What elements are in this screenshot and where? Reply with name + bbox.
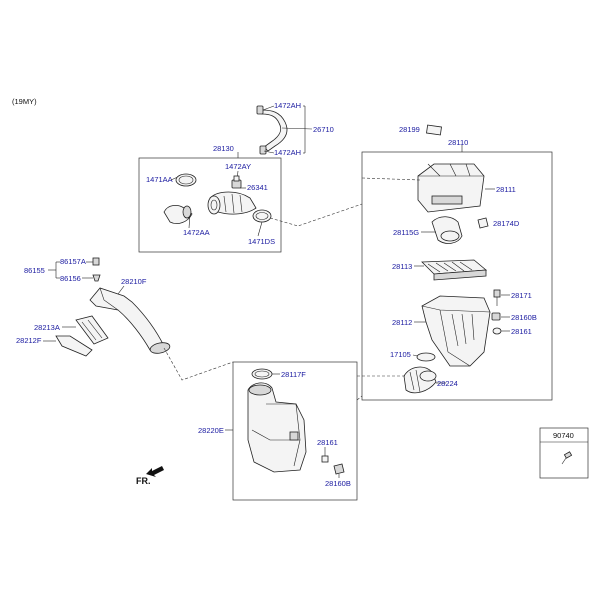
- intake-hose[interactable]: [207, 191, 257, 215]
- duct-28224[interactable]: [403, 366, 437, 394]
- clip-28174D[interactable]: [477, 217, 489, 229]
- connector-duct-to-resonator: [163, 347, 234, 381]
- label-1472AH-top[interactable]: 1472AH: [274, 101, 301, 110]
- washer-28161-right[interactable]: [492, 327, 502, 335]
- label-28160B-bottom[interactable]: 28160B: [325, 479, 351, 488]
- intake-hose-group-box: [138, 157, 282, 253]
- gasket-17105[interactable]: [416, 352, 436, 362]
- grommet-28160B-right[interactable]: [491, 312, 501, 321]
- resonator-1472AA[interactable]: [163, 204, 193, 224]
- label-28161-bottom[interactable]: 28161: [317, 438, 338, 447]
- grommet-28160B-bottom[interactable]: [333, 463, 345, 475]
- label-28161-right[interactable]: 28161: [511, 327, 532, 336]
- label-26341[interactable]: 26341: [247, 183, 268, 192]
- label-26710[interactable]: 26710: [313, 125, 334, 134]
- label-28111[interactable]: 28111: [496, 185, 516, 194]
- connector-hose-to-cleaner: [269, 203, 363, 227]
- connector-cleaner-cover: [361, 177, 421, 181]
- filter-element-28113[interactable]: [421, 259, 488, 281]
- label-86156[interactable]: 86156: [60, 274, 81, 283]
- label-1471AA[interactable]: 1471AA: [146, 175, 173, 184]
- label-28174D[interactable]: 28174D: [493, 219, 520, 228]
- intake-duct-28210F[interactable]: [89, 287, 171, 355]
- clamp-1471DS[interactable]: [252, 209, 272, 223]
- label-28210F[interactable]: 28210F: [121, 277, 147, 286]
- label-1472AY[interactable]: 1472AY: [225, 162, 251, 171]
- air-cleaner-cover-28111[interactable]: [417, 163, 485, 213]
- label-28110[interactable]: 28110: [448, 138, 468, 147]
- washer-28161-bottom[interactable]: [321, 455, 329, 463]
- inset-label-90740[interactable]: 90740: [553, 431, 574, 440]
- air-cleaner-group-box: [361, 151, 553, 401]
- bolt-90740-icon[interactable]: [561, 451, 573, 465]
- label-28112[interactable]: 28112: [392, 318, 412, 327]
- label-17105[interactable]: 17105: [390, 350, 411, 359]
- label-28224[interactable]: 28224: [437, 379, 458, 388]
- clip-86157A[interactable]: [92, 257, 100, 266]
- label-tag-28199[interactable]: [426, 124, 442, 136]
- sensor-26341[interactable]: [231, 175, 242, 189]
- label-28160B-right[interactable]: 28160B: [511, 313, 537, 322]
- front-arrow-icon: [146, 466, 164, 477]
- label-28220E[interactable]: 28220E: [198, 426, 224, 435]
- label-28130[interactable]: 28130: [213, 144, 234, 153]
- clip-86156[interactable]: [92, 274, 101, 282]
- connector-lower: [356, 395, 363, 401]
- label-28113[interactable]: 28113: [392, 262, 412, 271]
- label-1471DS[interactable]: 1471DS: [248, 237, 275, 246]
- bolt-28171[interactable]: [493, 289, 501, 306]
- front-direction-label: FR.: [136, 476, 151, 486]
- intake-insulator-28213A[interactable]: [75, 315, 109, 345]
- label-28212F[interactable]: 28212F: [16, 336, 42, 345]
- label-1472AH-bottom[interactable]: 1472AH: [274, 148, 301, 157]
- duct-28115G[interactable]: [431, 216, 463, 244]
- label-28115G[interactable]: 28115G: [393, 228, 419, 237]
- bracket-28212F[interactable]: [55, 335, 93, 357]
- resonator-28220E[interactable]: [247, 382, 307, 473]
- label-86157A[interactable]: 86157A: [60, 257, 86, 266]
- label-28117F[interactable]: 28117F: [281, 370, 306, 379]
- label-28213A[interactable]: 28213A: [34, 323, 60, 332]
- clamp-28117F[interactable]: [251, 368, 273, 380]
- resonator-group-box: [232, 361, 358, 501]
- label-86155[interactable]: 86155: [24, 266, 45, 275]
- clamp-1471AA[interactable]: [175, 173, 197, 187]
- model-year-label: (19MY): [12, 97, 37, 106]
- air-cleaner-body-28112[interactable]: [421, 295, 491, 367]
- inset-box-90740: [539, 427, 589, 479]
- label-28171[interactable]: 28171: [511, 291, 532, 300]
- breather-hose-26710[interactable]: [256, 105, 288, 155]
- label-1472AA[interactable]: 1472AA: [183, 228, 210, 237]
- label-28199[interactable]: 28199: [399, 125, 420, 134]
